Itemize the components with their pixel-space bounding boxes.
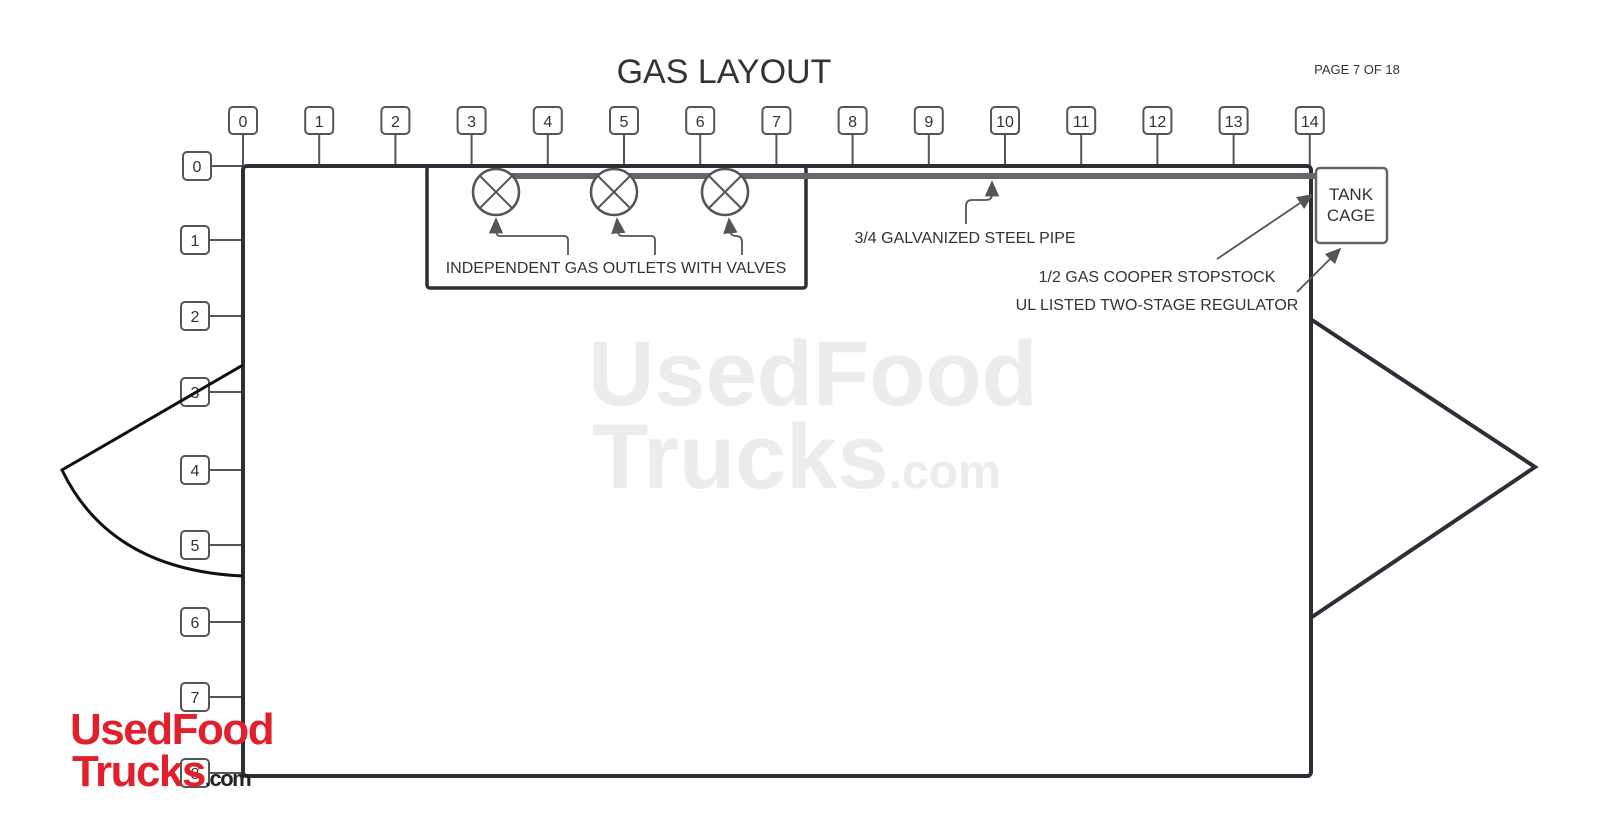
- top-ruler-mark: 0: [228, 106, 258, 165]
- top-ruler-label: 5: [620, 114, 629, 131]
- left-ruler-label: 6: [191, 615, 200, 632]
- top-ruler-label: 6: [696, 114, 705, 131]
- page-indicator: PAGE 7 OF 18: [1314, 62, 1400, 77]
- top-ruler-label: 7: [772, 114, 781, 131]
- tank-cage: [1314, 166, 1389, 245]
- top-ruler-label: 13: [1225, 114, 1243, 131]
- watermark-line2: Trucks.com: [592, 406, 1001, 508]
- left-ruler-label: 5: [191, 538, 200, 555]
- top-ruler-mark: 11: [1066, 106, 1097, 165]
- left-ruler-label: 7: [191, 690, 200, 707]
- left-ruler-label: 1: [191, 233, 200, 250]
- left-ruler-mark: 7: [180, 682, 243, 712]
- top-ruler-mark: 8: [837, 106, 868, 165]
- top-ruler-label: 8: [848, 114, 857, 131]
- page-title: GAS LAYOUT: [617, 53, 832, 91]
- top-ruler-label: 9: [924, 114, 933, 131]
- left-ruler-mark: 2: [180, 301, 243, 331]
- left-ruler-mark: 4: [180, 455, 243, 485]
- trailer-hitch: [1310, 318, 1539, 619]
- logo-line1: UsedFood: [70, 705, 273, 754]
- top-ruler-label: 3: [467, 114, 476, 131]
- stopstock-label: 1/2 GAS COOPER STOPSTOCK: [1039, 269, 1276, 286]
- callout-arrows: [488, 180, 1342, 293]
- left-ruler-mark: 1: [180, 225, 243, 255]
- top-ruler-mark: 6: [685, 106, 716, 165]
- top-ruler-mark: 14: [1294, 106, 1325, 165]
- top-ruler-mark: 2: [380, 106, 411, 165]
- top-ruler-label: 14: [1301, 114, 1319, 131]
- top-ruler-mark: 5: [609, 106, 639, 165]
- tank-cage-label-2: CAGE: [1327, 206, 1375, 225]
- top-ruler-label: 12: [1149, 114, 1167, 131]
- top-ruler-label: 2: [391, 114, 400, 131]
- gas-outlets: [471, 167, 750, 217]
- gas-outlet-valve-icon: [471, 167, 521, 217]
- logo-line2: Trucks.com: [72, 747, 251, 796]
- top-ruler-mark: 3: [456, 106, 487, 165]
- door-swing: [60, 363, 244, 578]
- left-ruler-label: 4: [191, 463, 200, 480]
- left-ruler-mark: 8: [180, 758, 243, 788]
- top-ruler-mark: 9: [913, 106, 944, 165]
- watermark: UsedFood Trucks.com: [588, 323, 1038, 508]
- top-ruler-label: 1: [315, 114, 324, 131]
- gas-outlet-valve-icon: [700, 167, 750, 217]
- left-ruler-mark: 5: [180, 530, 243, 560]
- left-ruler-mark: 6: [180, 607, 243, 637]
- watermark-line1: UsedFood: [588, 323, 1038, 425]
- tank-cage-label-1: TANK: [1329, 185, 1374, 204]
- top-ruler-mark: 4: [532, 106, 563, 165]
- top-ruler-label: 4: [543, 114, 552, 131]
- top-ruler-label: 0: [239, 114, 248, 131]
- outlets-box: [425, 164, 808, 290]
- top-ruler-label: 11: [1073, 114, 1090, 131]
- logo: UsedFood Trucks.com: [70, 705, 275, 796]
- top-ruler-mark: 13: [1218, 106, 1249, 165]
- top-ruler-mark: 7: [761, 106, 792, 165]
- outlets-label: INDEPENDENT GAS OUTLETS WITH VALVES: [446, 260, 787, 277]
- top-ruler-mark: 12: [1142, 106, 1173, 165]
- left-ruler-label: 0: [193, 159, 202, 176]
- pipe-label: 3/4 GALVANIZED STEEL PIPE: [854, 230, 1075, 247]
- left-ruler-label: 8: [191, 766, 200, 783]
- top-ruler-mark: 1: [304, 106, 335, 165]
- left-ruler-label: 2: [191, 309, 200, 326]
- top-ruler-mark: 10: [990, 106, 1020, 165]
- gas-outlet-valve-icon: [589, 167, 639, 217]
- left-ruler-mark: 0: [182, 151, 243, 181]
- top-ruler-label: 10: [996, 114, 1014, 131]
- regulator-label: UL LISTED TWO-STAGE REGULATOR: [1016, 297, 1299, 314]
